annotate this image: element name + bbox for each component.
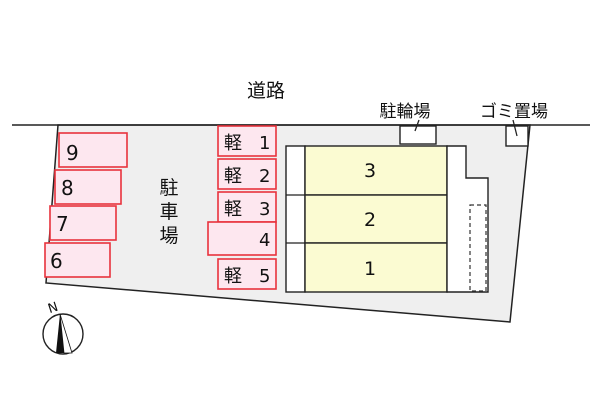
parking-lot-label-char-3: 場 [159, 225, 178, 247]
parking-space-kei-1 [217, 125, 277, 157]
left-parking-group: 9 8 7 6 [44, 132, 128, 278]
center-parking-group: 軽 1 軽 2 軽 3 4 軽 5 [207, 125, 277, 290]
parking-space-kei-5 [217, 258, 277, 290]
parking-space-7-number: 7 [56, 212, 69, 236]
parking-space-kei-5-number: 5 [259, 266, 270, 287]
parking-space-8-number: 8 [61, 176, 74, 200]
parking-space-kei-2-number: 2 [259, 166, 270, 187]
parking-space-8 [54, 169, 122, 205]
building-unit-1-number: 1 [364, 258, 376, 280]
parking-lot-label-char-2: 車 [159, 201, 178, 223]
parking-space-kei-3-number: 3 [259, 199, 270, 220]
parking-space-kei-2 [217, 158, 277, 190]
building-east-balcony [446, 145, 489, 293]
bicycle-parking-leader [414, 119, 420, 132]
parking-space-6 [44, 242, 111, 278]
parking-space-kei-5-kei: 軽 [224, 266, 242, 287]
building-unit-2-number: 2 [364, 209, 376, 231]
building-corridor-west [285, 145, 306, 293]
building-unit-3 [304, 145, 448, 196]
building-unit-3-number: 3 [364, 160, 376, 182]
parking-space-4 [207, 221, 277, 256]
parking-space-kei-3-kei: 軽 [224, 199, 242, 220]
parking-space-kei-2-kei: 軽 [224, 166, 242, 187]
road-label: 道路 [247, 80, 285, 102]
building-unit-1 [304, 242, 448, 293]
parking-space-4-number: 4 [259, 230, 270, 251]
parking-space-7 [49, 205, 117, 241]
parking-space-6-number: 6 [50, 249, 63, 273]
bicycle-parking-label: 駐輪場 [380, 102, 431, 122]
apartment-building: 3 2 1 [285, 145, 489, 293]
bicycle-parking-area [399, 125, 437, 145]
garbage-area-leader [512, 119, 518, 137]
parking-space-9-number: 9 [66, 141, 79, 165]
parking-lot-label-char-1: 駐 [159, 177, 178, 199]
building-east-dashed-area [469, 204, 487, 292]
north-compass: N [42, 300, 84, 355]
garbage-area-label: ゴミ置場 [480, 101, 548, 122]
parking-space-9 [58, 132, 128, 168]
parking-space-kei-3 [217, 191, 277, 223]
parking-space-kei-1-number: 1 [259, 133, 270, 154]
compass-north-label: N [46, 300, 60, 317]
compass-arrow-half-icon [59, 313, 73, 354]
parking-space-kei-1-kei: 軽 [224, 133, 242, 154]
